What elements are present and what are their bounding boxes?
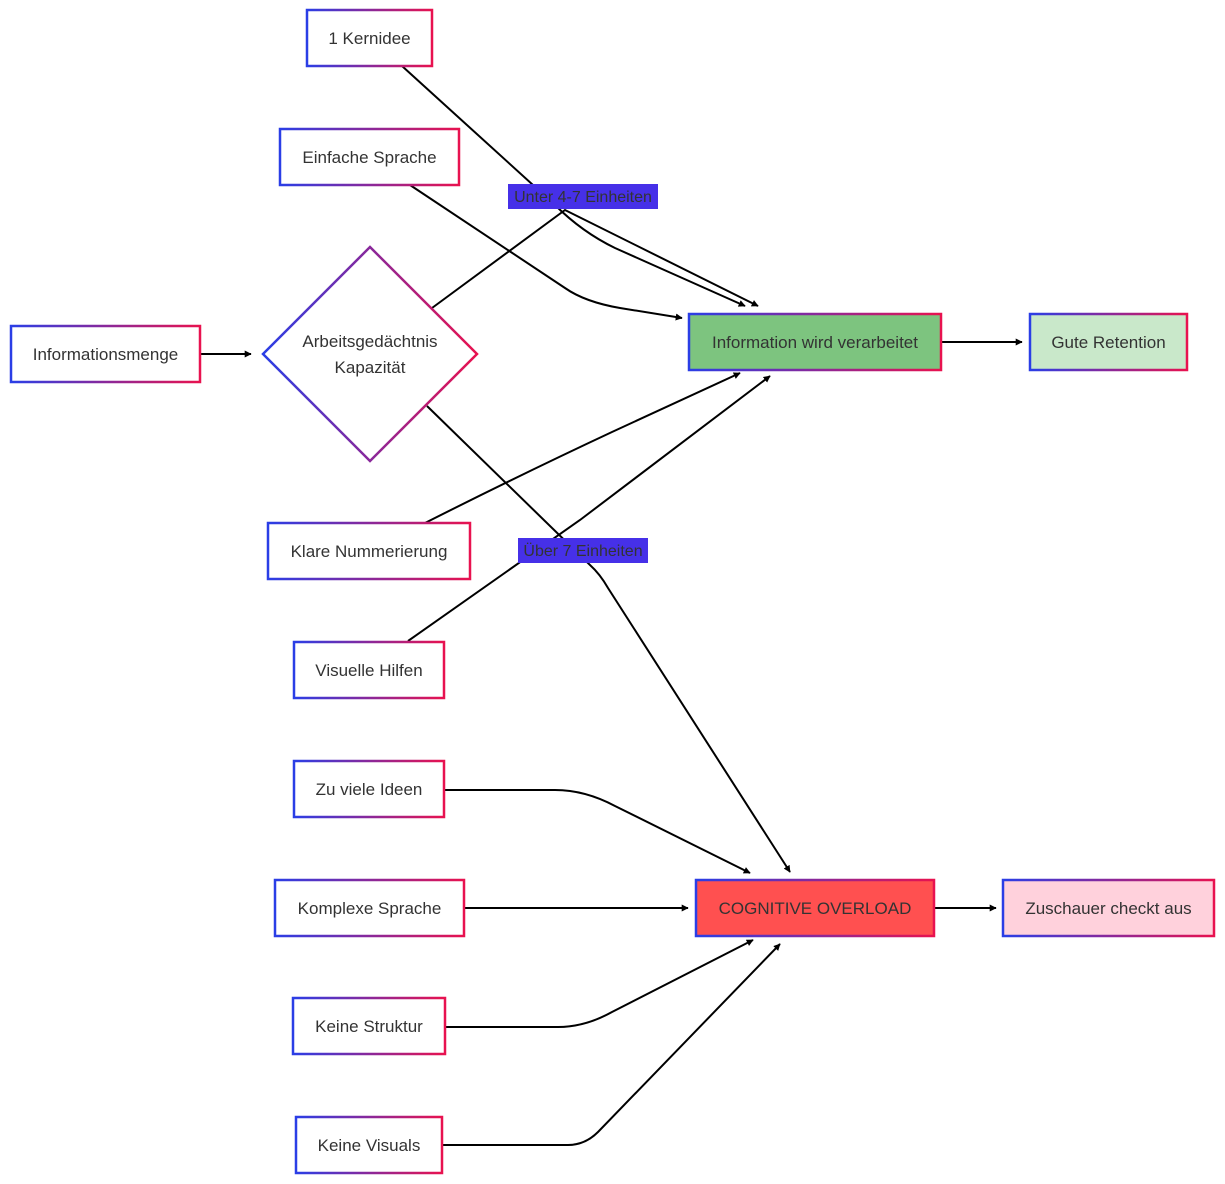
node-zuschauer-checkt-aus-label: Zuschauer checkt aus [1025, 899, 1191, 918]
node-visuelle-hilfen-label: Visuelle Hilfen [315, 661, 422, 680]
edge-label-ueber: Über 7 Einheiten [518, 538, 648, 563]
edge-label-ueber-text: Über 7 Einheiten [523, 542, 642, 560]
node-keine-visuals-label: Keine Visuals [318, 1136, 421, 1155]
node-informationsmenge-label: Informationsmenge [33, 345, 179, 364]
edge-label-unter-background [508, 184, 658, 209]
node-arbeitsgedaechtnis-label-line2: Kapazität [335, 358, 406, 377]
edge-label-unter-text: Unter 4-7 Einheiten [514, 189, 652, 206]
edge-klare-nummerierung-to-information [424, 372, 741, 524]
edge-arbeitsgedaechtnis-to-cognitive-overload [426, 405, 791, 873]
edge-visuelle-hilfen-to-information [407, 375, 771, 642]
node-cognitive-overload-label: COGNITIVE OVERLOAD [719, 899, 912, 918]
node-komplexe-sprache-label: Komplexe Sprache [298, 899, 442, 918]
node-cognitive-overload[interactable]: COGNITIVE OVERLOAD [694, 878, 936, 938]
node-einfache-sprache-label: Einfache Sprache [302, 148, 436, 167]
node-klare-nummerierung[interactable]: Klare Nummerierung [266, 521, 472, 581]
node-kernidee[interactable]: 1 Kernidee [305, 8, 434, 68]
node-arbeitsgedaechtnis-decision[interactable]: Arbeitsgedächtnis Kapazität [261, 245, 479, 463]
edge-einfache-sprache-to-information [409, 184, 683, 321]
edge-label-unter: Unter 4-7 Einheiten [508, 184, 658, 209]
node-keine-struktur-label: Keine Struktur [315, 1017, 423, 1036]
node-visuelle-hilfen[interactable]: Visuelle Hilfen [292, 640, 446, 700]
edge-arbeitsgedaechtnis-to-information [431, 208, 759, 309]
node-einfache-sprache[interactable]: Einfache Sprache [278, 127, 461, 187]
edge-zu-viele-ideen-to-cognitive-overload [445, 789, 751, 874]
node-kernidee-label: 1 Kernidee [328, 29, 410, 48]
node-keine-visuals[interactable]: Keine Visuals [294, 1115, 444, 1175]
node-informationsmenge[interactable]: Informationsmenge [9, 324, 202, 384]
node-komplexe-sprache[interactable]: Komplexe Sprache [273, 878, 466, 938]
node-zu-viele-ideen[interactable]: Zu viele Ideen [292, 759, 446, 819]
edges [200, 65, 1023, 1146]
edge-keine-struktur-to-cognitive-overload [446, 939, 754, 1028]
edge-label-ueber-background [518, 538, 648, 563]
node-arbeitsgedaechtnis-label-line1: Arbeitsgedächtnis [302, 332, 437, 351]
node-information-verarbeitet[interactable]: Information wird verarbeitet [687, 312, 943, 372]
node-gute-retention-label: Gute Retention [1051, 333, 1165, 352]
edge-keine-visuals-to-cognitive-overload [443, 943, 781, 1146]
node-keine-struktur[interactable]: Keine Struktur [291, 996, 447, 1056]
node-klare-nummerierung-label: Klare Nummerierung [291, 542, 448, 561]
node-zuschauer-checkt-aus[interactable]: Zuschauer checkt aus [1001, 878, 1216, 938]
node-zu-viele-ideen-label: Zu viele Ideen [316, 780, 423, 799]
node-information-verarbeitet-label: Information wird verarbeitet [712, 333, 918, 352]
node-gute-retention[interactable]: Gute Retention [1028, 312, 1189, 372]
